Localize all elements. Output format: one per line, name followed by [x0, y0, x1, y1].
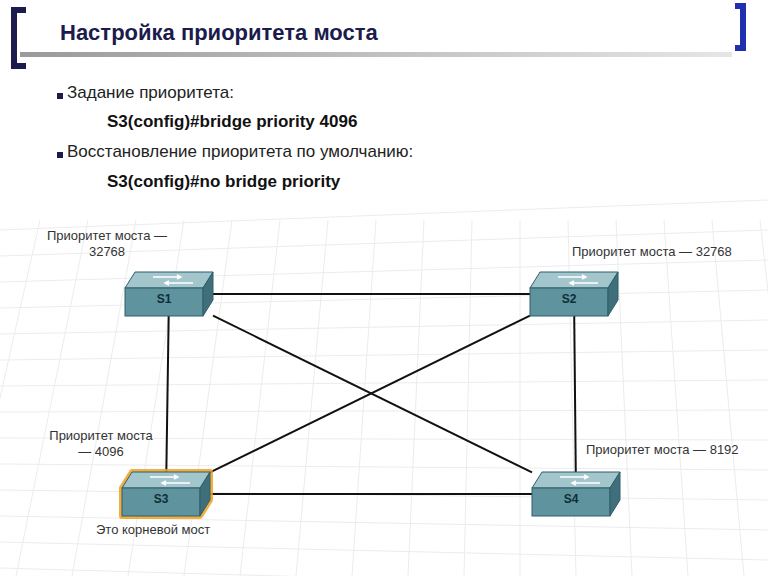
switch-name: S4 — [532, 492, 610, 507]
bullet-text: Восстановление приоритета по умолчанию: — [67, 142, 413, 162]
grid-line — [760, 220, 768, 576]
grid-line — [296, 220, 328, 576]
grid-line — [0, 542, 768, 560]
grid-line — [0, 290, 768, 308]
switch-node: Приоритет моста — 8192S4 — [532, 472, 620, 516]
node-caption: Приоритет моста — 32768 — [37, 228, 177, 261]
grid-line — [0, 320, 768, 334]
title: Настройка приоритета моста — [60, 20, 378, 46]
grid-line — [240, 220, 280, 576]
grid-line — [0, 464, 768, 470]
grid-line — [0, 410, 768, 412]
switch-name: S1 — [125, 292, 203, 307]
command-text: S3(config)#bridge priority 4096 — [107, 112, 357, 132]
grid-line — [0, 220, 40, 576]
link-line — [166, 316, 168, 472]
bullet-square — [57, 93, 63, 99]
switch-node: Приоритет моста — 4096S3Это корневой мос… — [122, 472, 210, 516]
link-line — [213, 293, 530, 295]
grid-line — [664, 220, 688, 576]
grid-line — [464, 220, 472, 576]
grid-line — [0, 260, 768, 282]
grid — [0, 200, 768, 576]
node-caption: Приоритет моста — 8192 — [586, 442, 739, 458]
link-line — [210, 316, 530, 473]
title-bracket — [14, 10, 26, 66]
node-caption: Это корневой мост — [96, 522, 210, 538]
grid-line — [408, 220, 424, 576]
grid-line — [520, 220, 521, 576]
switch-name: S2 — [530, 292, 608, 307]
grid-line — [0, 568, 768, 576]
switch-node: Приоритет моста — 32768S1 — [125, 272, 213, 316]
node-caption: Приоритет моста — 32768 — [572, 244, 732, 260]
grid-line — [0, 490, 768, 500]
grid-line — [0, 380, 768, 386]
link-line — [210, 493, 532, 495]
title-bracket — [735, 6, 743, 48]
bullet-text: Задание приоритета: — [67, 83, 234, 103]
grid-line — [712, 220, 744, 576]
node-caption: Приоритет моста — 4096 — [42, 428, 160, 461]
grid-line — [0, 350, 768, 360]
switch-node: Приоритет моста — 32768S2 — [530, 272, 618, 316]
bullet-square — [57, 152, 63, 158]
title-rule — [20, 52, 732, 57]
grid-line — [16, 220, 88, 576]
grid-line — [0, 200, 768, 230]
switch-name: S3 — [122, 492, 200, 507]
link-line — [574, 316, 576, 472]
command-text: S3(config)#no bridge priority — [107, 172, 340, 192]
